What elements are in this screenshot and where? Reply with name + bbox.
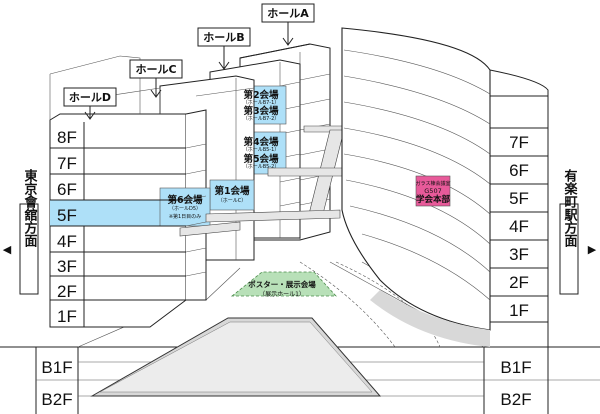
floor-label-left-6f: 6F — [57, 180, 77, 199]
left-arrow-icon: ◀ — [3, 243, 12, 256]
basement-band — [0, 317, 600, 414]
walkways — [179, 125, 373, 237]
floor-label-right-b2f: B2F — [500, 390, 531, 409]
floor-label-right-1f: 1F — [509, 301, 529, 320]
floor-label-left-8f: 8F — [57, 128, 77, 147]
room3-title: 第3会場 — [243, 105, 279, 117]
hall-d-label: ホールD — [69, 91, 111, 104]
floor-label-left-1f: 1F — [57, 307, 77, 326]
poster-title: ポスター・展示会場 — [248, 279, 316, 289]
floor-label-right-b1f: B1F — [500, 358, 531, 377]
floor-label-left-7f: 7F — [57, 154, 77, 173]
room5-sub: （ホールB5-2） — [243, 164, 280, 170]
room1-title: 第1会場 — [214, 185, 250, 197]
floor-label-left-b2f: B2F — [41, 390, 72, 409]
room-labels: 第2会場 （ホールB7-1） 第3会場 （ホールB7-2） 第4会場 （ホールB… — [167, 89, 279, 220]
room1-sub: （ホールC） — [218, 198, 247, 204]
room6-title: 第6会場 — [167, 194, 203, 206]
floor-label-right-3f: 3F — [509, 245, 529, 264]
poster-area — [230, 271, 337, 297]
floor-label-left-b1f: B1F — [41, 358, 72, 377]
left-floor-labels: 8F 7F 6F 5F 4F 3F 2F 1F — [57, 128, 77, 326]
room6-note: ※第1日目のみ — [169, 213, 201, 220]
floor-label-left-4f: 4F — [57, 232, 77, 251]
hq-line3: 学会本部 — [416, 194, 451, 205]
hall-a-label: ホールA — [267, 7, 309, 20]
room3-sub: （ホールB7-2） — [243, 116, 280, 122]
hq-line1: ガラス棟会議室 — [416, 180, 451, 187]
room2-sub: （ホールB7-1） — [243, 100, 280, 106]
poster-label-group: ポスター・展示会場 （展示ホール1） — [248, 279, 316, 298]
direction-right-label: 有楽町駅方面 — [562, 168, 579, 248]
headquarters-label: ガラス棟会議室 G507 学会本部 — [416, 180, 451, 205]
room5-title: 第5会場 — [243, 153, 279, 165]
poster-sub: （展示ホール1） — [259, 291, 305, 298]
right-arrow-icon: ▶ — [588, 243, 597, 256]
hall-d-building — [49, 55, 211, 328]
floor-label-left-2f: 2F — [57, 282, 77, 301]
direction-left-label: 東京會舘方面 — [22, 168, 39, 248]
room4-title: 第4会場 — [243, 136, 279, 148]
room4-sub: （ホールB5-1） — [243, 147, 280, 153]
floor-label-right-4f: 4F — [509, 217, 529, 236]
room6-sub: （ホールD5） — [169, 206, 201, 212]
floor-label-right-6f: 6F — [509, 161, 529, 180]
floor-label-right-5f: 5F — [509, 189, 529, 208]
floor-label-right-2f: 2F — [509, 273, 529, 292]
glass-building — [341, 27, 549, 348]
hall-b-label: ホールB — [203, 31, 244, 44]
hall-labels: ホールA ホールB ホールC ホールD — [63, 3, 315, 120]
right-floor-labels: 7F 6F 5F 4F 3F 2F 1F — [509, 133, 529, 320]
room2-title: 第2会場 — [243, 89, 279, 101]
floor-label-left-5f: 5F — [57, 206, 77, 225]
floor-label-left-3f: 3F — [57, 257, 77, 276]
hq-line2: G507 — [424, 187, 441, 195]
direction-right: 有楽町駅方面 ▶ — [559, 168, 597, 295]
direction-left: 東京會舘方面 ◀ — [3, 168, 39, 295]
basement-labels: B1F B2F B1F B2F — [41, 358, 531, 409]
hall-c-label: ホールC — [135, 63, 176, 76]
floor-label-right-7f: 7F — [509, 133, 529, 152]
